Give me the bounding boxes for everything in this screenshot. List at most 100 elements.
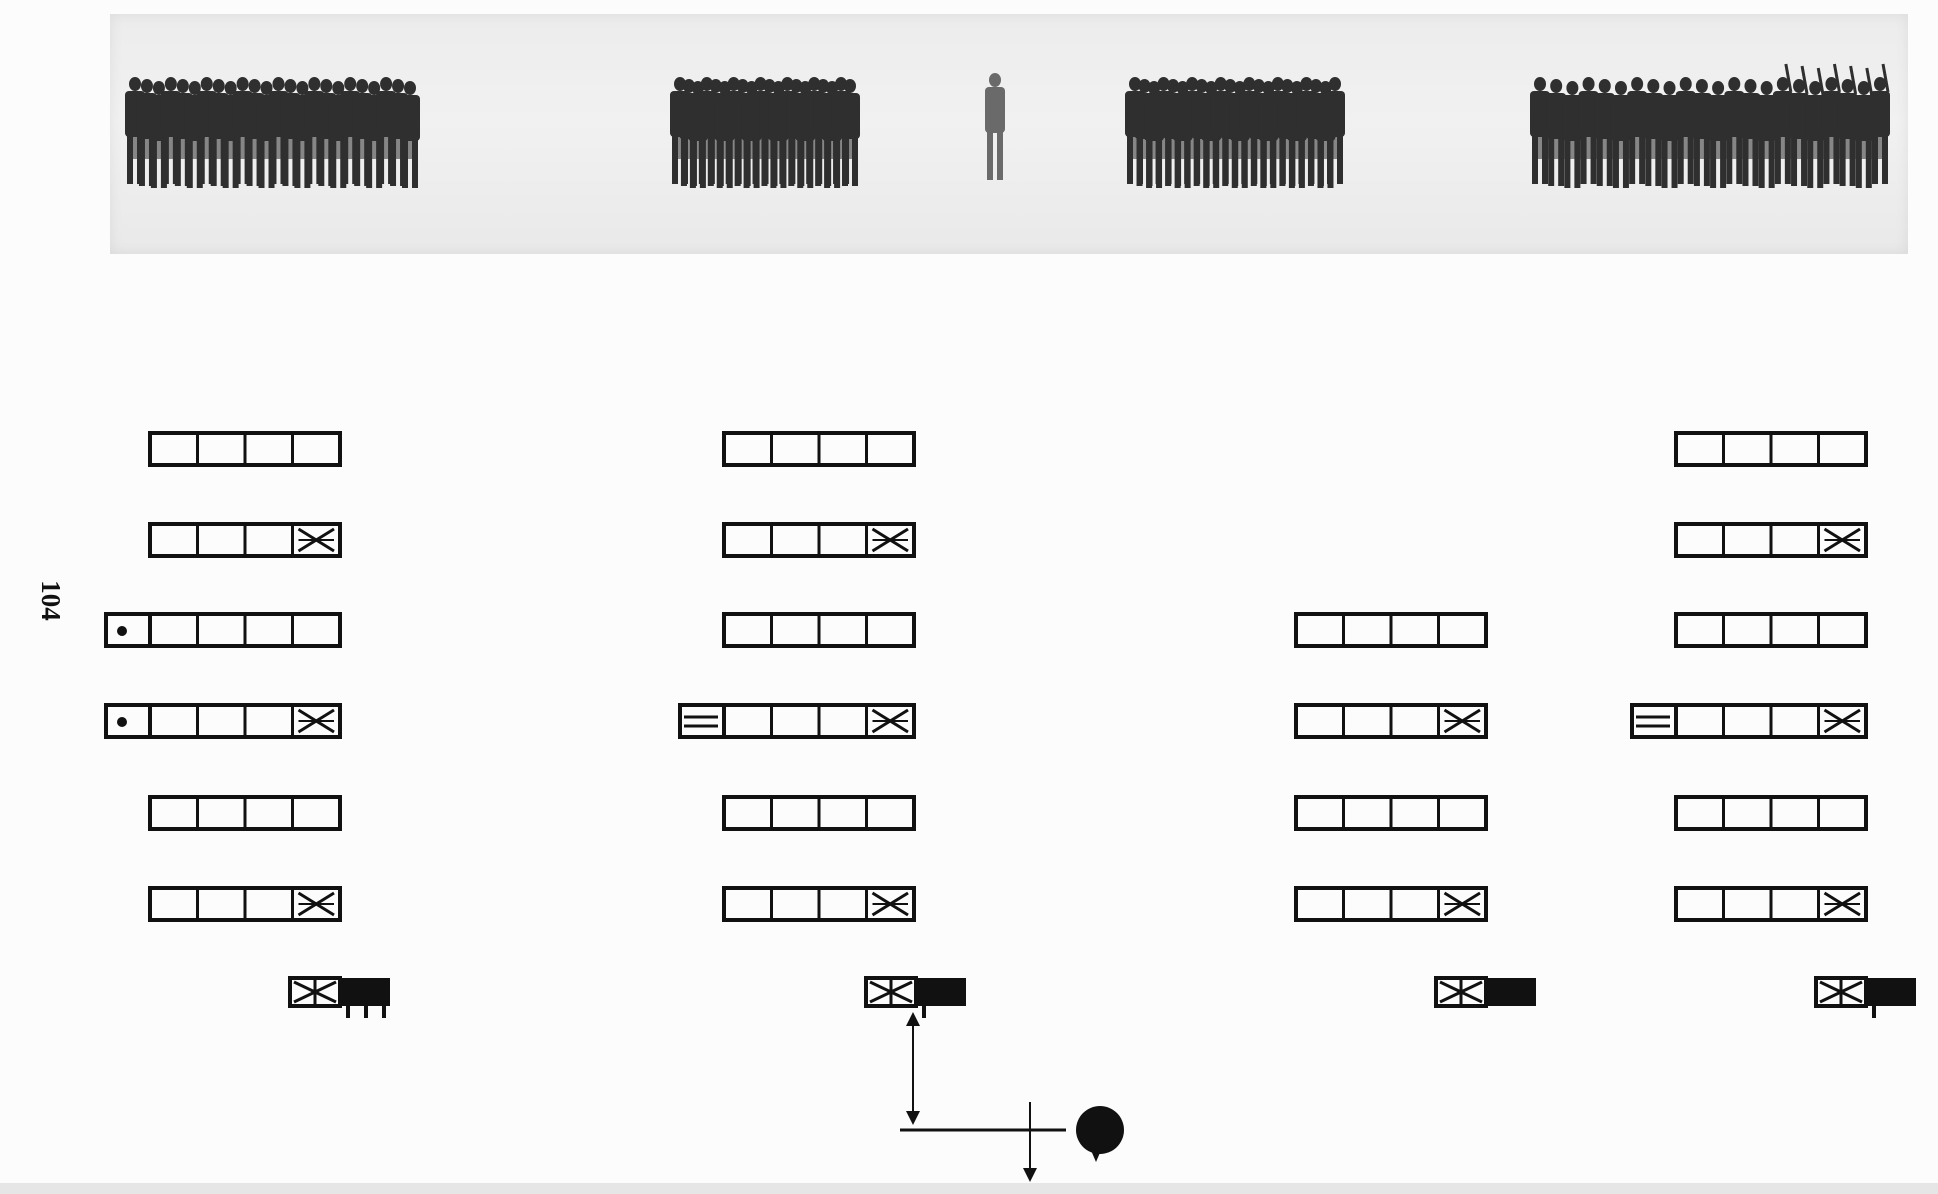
troop-group-platoon-1	[125, 77, 420, 188]
soldier-head	[1776, 77, 1789, 91]
soldier-head	[674, 77, 686, 91]
soldier-leg	[1677, 136, 1684, 184]
soldier-leg	[1317, 140, 1324, 188]
soldier-leg	[1710, 140, 1717, 188]
soldier-head	[1224, 79, 1237, 93]
soldier-head	[781, 77, 794, 91]
soldier-leg	[1298, 136, 1305, 184]
soldier-leg	[1622, 140, 1629, 188]
soldier-leg	[1203, 140, 1210, 188]
commander-pointer	[1090, 1148, 1102, 1162]
rifle	[1849, 65, 1858, 95]
distance-arrows	[900, 1012, 1066, 1182]
soldier-leg	[1193, 138, 1200, 186]
soldier-head	[754, 77, 767, 91]
soldier-head	[140, 79, 153, 93]
soldier-leg	[1629, 136, 1636, 184]
soldier-leg	[138, 138, 145, 186]
guide-box	[678, 703, 726, 739]
rifle	[1784, 63, 1793, 93]
soldier-body	[985, 87, 1005, 133]
soldier-leg	[1250, 138, 1257, 186]
troop-group-commander	[985, 73, 1005, 180]
soldier-head	[296, 81, 309, 95]
soldier-leg	[174, 138, 181, 186]
soldier-leg	[186, 140, 193, 188]
soldier-leg	[1327, 136, 1333, 184]
platoon-diagram-platoon-3	[1294, 612, 1536, 1008]
soldier-head	[1300, 77, 1313, 91]
ranks-shadow	[127, 104, 418, 159]
soldier-leg	[1146, 140, 1153, 188]
soldier-leg	[1865, 140, 1872, 188]
soldier-leg	[1165, 138, 1172, 186]
soldier-head	[344, 77, 357, 91]
soldier-head	[1582, 77, 1595, 91]
soldier-head	[152, 81, 165, 95]
ranks-shadow	[1127, 104, 1343, 159]
soldier-leg	[833, 136, 840, 184]
soldier-leg	[1645, 138, 1652, 186]
soldier-head	[1744, 79, 1757, 93]
soldier-leg	[734, 138, 741, 186]
ranks-shadow	[672, 104, 858, 159]
soldier-head	[1243, 77, 1256, 91]
soldier-leg	[770, 140, 777, 188]
headquarters-fill	[1486, 978, 1536, 1006]
rifle	[1800, 65, 1809, 95]
squad-box	[722, 795, 916, 831]
formation-photograph	[110, 14, 1908, 254]
soldier-leg	[294, 140, 301, 188]
soldier-leg	[282, 138, 289, 186]
squad-box	[148, 795, 342, 831]
soldier-head	[1760, 81, 1773, 95]
soldier-leg	[412, 140, 418, 188]
soldier-head	[1281, 79, 1294, 93]
soldier-head	[1157, 77, 1170, 91]
soldier-head	[1679, 77, 1692, 91]
headquarters-fill	[1866, 978, 1916, 1006]
soldier-leg	[330, 140, 337, 188]
soldier-leg	[1231, 140, 1238, 188]
soldier-leg	[1855, 140, 1862, 188]
soldier-leg	[246, 138, 253, 186]
soldier-head	[736, 79, 749, 93]
soldier-head	[1809, 81, 1822, 95]
platoon-diagram-platoon-4	[1630, 431, 1916, 1018]
soldier-head	[380, 77, 393, 91]
soldier-head	[248, 79, 261, 93]
guide-box	[104, 612, 152, 648]
soldier-head	[1186, 77, 1199, 91]
soldier-head	[1566, 81, 1579, 95]
troop-group-platoon-3	[1125, 77, 1345, 188]
soldier-leg	[1726, 136, 1733, 184]
soldier-leg	[1839, 138, 1846, 186]
soldier-leg	[1693, 138, 1700, 186]
soldier-leg	[1269, 136, 1276, 184]
soldier-head	[709, 79, 722, 93]
soldier-leg	[1558, 138, 1565, 186]
soldier-leg	[1307, 138, 1314, 186]
soldier-head	[1728, 77, 1741, 91]
soldier-leg	[1687, 136, 1694, 184]
squad-box	[678, 703, 916, 739]
soldier-leg	[1758, 140, 1765, 188]
soldier-head	[763, 79, 776, 93]
squad-box	[1294, 886, 1488, 922]
soldier-leg	[1817, 140, 1824, 188]
soldier-head	[1309, 79, 1322, 93]
soldier-leg	[815, 138, 822, 186]
squad-box	[722, 522, 916, 558]
soldier-leg	[1596, 138, 1603, 186]
soldier-leg	[1155, 136, 1162, 184]
soldier-head	[1329, 77, 1341, 91]
soldier-leg	[1184, 136, 1191, 184]
soldier-head	[176, 79, 189, 93]
soldier-leg	[162, 136, 169, 184]
guide-dot	[117, 626, 127, 636]
soldier-head	[1874, 77, 1886, 91]
soldier-head	[356, 79, 369, 93]
soldier-head	[272, 77, 285, 91]
squad-box	[1674, 795, 1868, 831]
soldier-leg	[1212, 136, 1219, 184]
